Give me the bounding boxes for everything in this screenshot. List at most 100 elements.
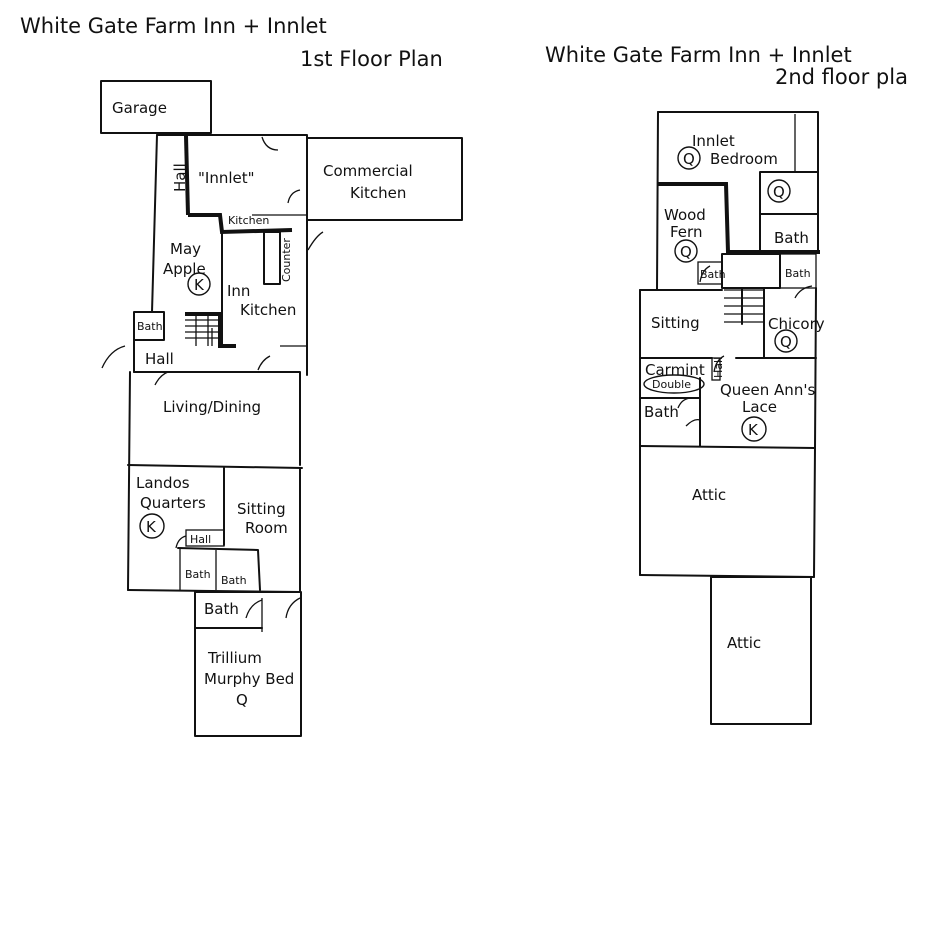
hall-small-outline — [185, 529, 225, 547]
stair-wall — [185, 312, 236, 348]
room-kitchen-small: Kitchen — [228, 214, 269, 227]
room-carmint: Carmint — [645, 361, 705, 379]
stairs — [724, 287, 765, 359]
stair-head-outline — [721, 253, 781, 289]
living-top-wall — [133, 371, 301, 466]
room-innlet-bed: Q — [683, 150, 695, 168]
room-corner-bed: Q — [773, 183, 785, 201]
floor1-plan: White Gate Farm Inn + Innlet 1st Floor P… — [20, 14, 463, 737]
main-left-wall — [127, 371, 131, 591]
room-bath-right: Bath — [774, 229, 809, 247]
living-bottom-wall — [127, 464, 303, 469]
room-landos-line2: Quarters — [140, 494, 206, 512]
innlet-bed-badge — [677, 146, 701, 170]
room-attic-lower: Attic — [727, 634, 761, 652]
stairs — [185, 316, 220, 346]
door-arc — [101, 345, 126, 369]
room-attic-upper: Attic — [692, 486, 726, 504]
door-arc — [685, 418, 701, 427]
bath-small-outline — [133, 311, 165, 341]
trillium-outline — [194, 591, 302, 737]
room-bath-b: Bath — [221, 574, 247, 587]
room-trillium-line2: Murphy Bed — [204, 670, 294, 688]
hall-tiny-outline — [711, 357, 721, 381]
door-arc — [287, 189, 301, 204]
room-queen-annes-bed: K — [748, 421, 759, 439]
room-trillium-line3: Q — [236, 691, 248, 709]
landos-bed-badge — [139, 513, 165, 539]
room-commercial-kitchen-line1: Commercial — [323, 162, 413, 180]
room-hall: Hall — [145, 350, 174, 368]
room-landos-bed: K — [146, 518, 157, 536]
bath-mid-right-outline — [779, 253, 817, 289]
room-may-apple-line1: May — [170, 240, 201, 258]
queen-annes-bed-badge — [741, 416, 767, 442]
room-sitting-room-line1: Sitting — [237, 500, 286, 518]
room-garage: Garage — [112, 99, 167, 117]
may-apple-bed-badge — [187, 272, 211, 296]
counter-outline — [263, 231, 281, 285]
floor2-subtitle: 2nd floor pla — [775, 65, 908, 89]
door-arc — [307, 231, 324, 251]
woodfern-thick-wall — [658, 182, 820, 254]
room-wood-fern-bed: Q — [680, 243, 692, 261]
door-arc — [677, 397, 693, 409]
room-bath-bottom: Bath — [644, 403, 679, 421]
bath-block-top — [177, 547, 261, 591]
door-arc — [699, 265, 711, 283]
room-hall-vertical: Hall — [171, 163, 189, 192]
room-bath-mid-right: Bath — [785, 267, 811, 280]
hall-innlet-thick-wall — [184, 135, 190, 216]
room-bath-small: Bath — [137, 320, 163, 333]
room-chicory: Chicory — [768, 315, 825, 333]
room-wood-fern-line1: Wood — [664, 206, 706, 224]
room-queen-annes-line2: Lace — [742, 398, 777, 416]
door-arc — [713, 355, 725, 373]
attic-lower-outline — [710, 576, 812, 725]
room-sitting: Sitting — [651, 314, 700, 332]
upper-right-wall — [156, 134, 308, 376]
door-arc — [285, 597, 301, 619]
wood-fern-bed-badge — [674, 239, 698, 263]
upper-left-wall — [656, 111, 659, 291]
room-trillium-line1: Trillium — [207, 649, 262, 667]
room-hall-tiny: Hall — [712, 357, 725, 378]
room-living-dining: Living/Dining — [163, 398, 261, 416]
room-commercial-kitchen-line2: Kitchen — [350, 184, 406, 202]
room-bath-mid-left: Bath — [700, 268, 726, 281]
room-chicory-bed: Q — [780, 333, 792, 351]
room-bath-c: Bath — [204, 600, 239, 618]
attic-right-wall — [813, 447, 816, 578]
innlet-kitchen-thick-wall — [188, 213, 293, 235]
door-arc — [245, 599, 263, 619]
double-bed-badge — [643, 374, 705, 394]
attic-top-wall — [639, 445, 816, 449]
room-queen-annes-line1: Queen Ann's — [720, 381, 815, 399]
floor1-subtitle: 1st Floor Plan — [300, 47, 443, 71]
garage-outline — [100, 80, 212, 134]
room-innlet-bedroom-line2: Bedroom — [710, 150, 778, 168]
room-double: Double — [652, 378, 691, 391]
floor2-plan: White Gate Farm Inn + Innlet 2nd floor p… — [545, 43, 908, 725]
floor1-title: White Gate Farm Inn + Innlet — [20, 14, 327, 38]
corner-bed-badge — [767, 179, 791, 203]
door-arc — [154, 371, 169, 386]
chicory-bed-badge — [774, 329, 798, 353]
door-arc — [794, 285, 813, 299]
room-sitting-room-line2: Room — [245, 519, 288, 537]
upper-left-wall — [151, 134, 158, 313]
room-may-apple-bed: K — [194, 276, 205, 294]
room-innlet-bedroom-line1: Innlet — [692, 132, 735, 150]
lower-right-wall — [814, 287, 817, 449]
door-arc — [175, 535, 187, 549]
door-arc — [257, 355, 271, 371]
room-innlet: "Innlet" — [198, 169, 255, 187]
room-bath-a: Bath — [185, 568, 211, 581]
room-inn-kitchen-line2: Kitchen — [240, 301, 296, 319]
door-arc — [261, 136, 279, 151]
room-wood-fern-line2: Fern — [670, 223, 702, 241]
floor2-title: White Gate Farm Inn + Innlet — [545, 43, 852, 67]
room-inn-kitchen-line1: Inn — [227, 282, 250, 300]
room-counter: Counter — [280, 238, 293, 282]
